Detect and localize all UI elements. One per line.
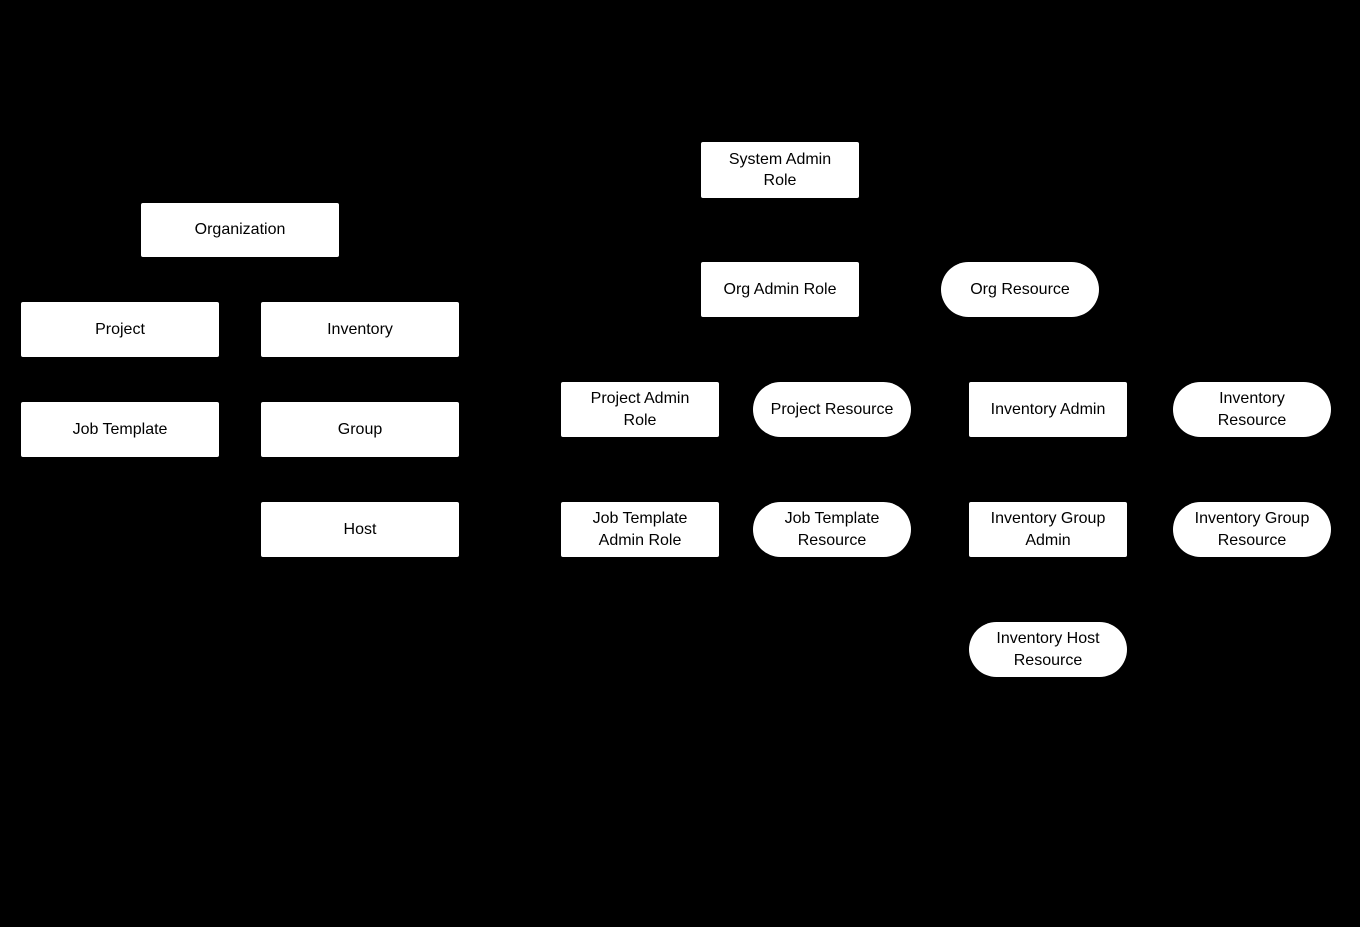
node-inventory-group-resource: Inventory Group Resource: [1173, 502, 1331, 557]
node-org-admin-role: Org Admin Role: [701, 262, 859, 317]
node-inventory-host-resource: Inventory Host Resource: [969, 622, 1127, 677]
node-inventory-resource: Inventory Resource: [1173, 382, 1331, 437]
node-host: Host: [261, 502, 459, 557]
node-project-admin-role: Project Admin Role: [561, 382, 719, 437]
node-inventory: Inventory: [261, 302, 459, 357]
node-group: Group: [261, 402, 459, 457]
node-inventory-group-admin: Inventory Group Admin: [969, 502, 1127, 557]
node-organization: Organization: [141, 203, 339, 257]
node-org-resource: Org Resource: [941, 262, 1099, 317]
node-job-template-admin-role: Job Template Admin Role: [561, 502, 719, 557]
node-project-resource: Project Resource: [753, 382, 911, 437]
node-job-template-resource: Job Template Resource: [753, 502, 911, 557]
node-inventory-admin: Inventory Admin: [969, 382, 1127, 437]
node-system-admin-role: System Admin Role: [701, 142, 859, 198]
node-project: Project: [21, 302, 219, 357]
node-job-template: Job Template: [21, 402, 219, 457]
